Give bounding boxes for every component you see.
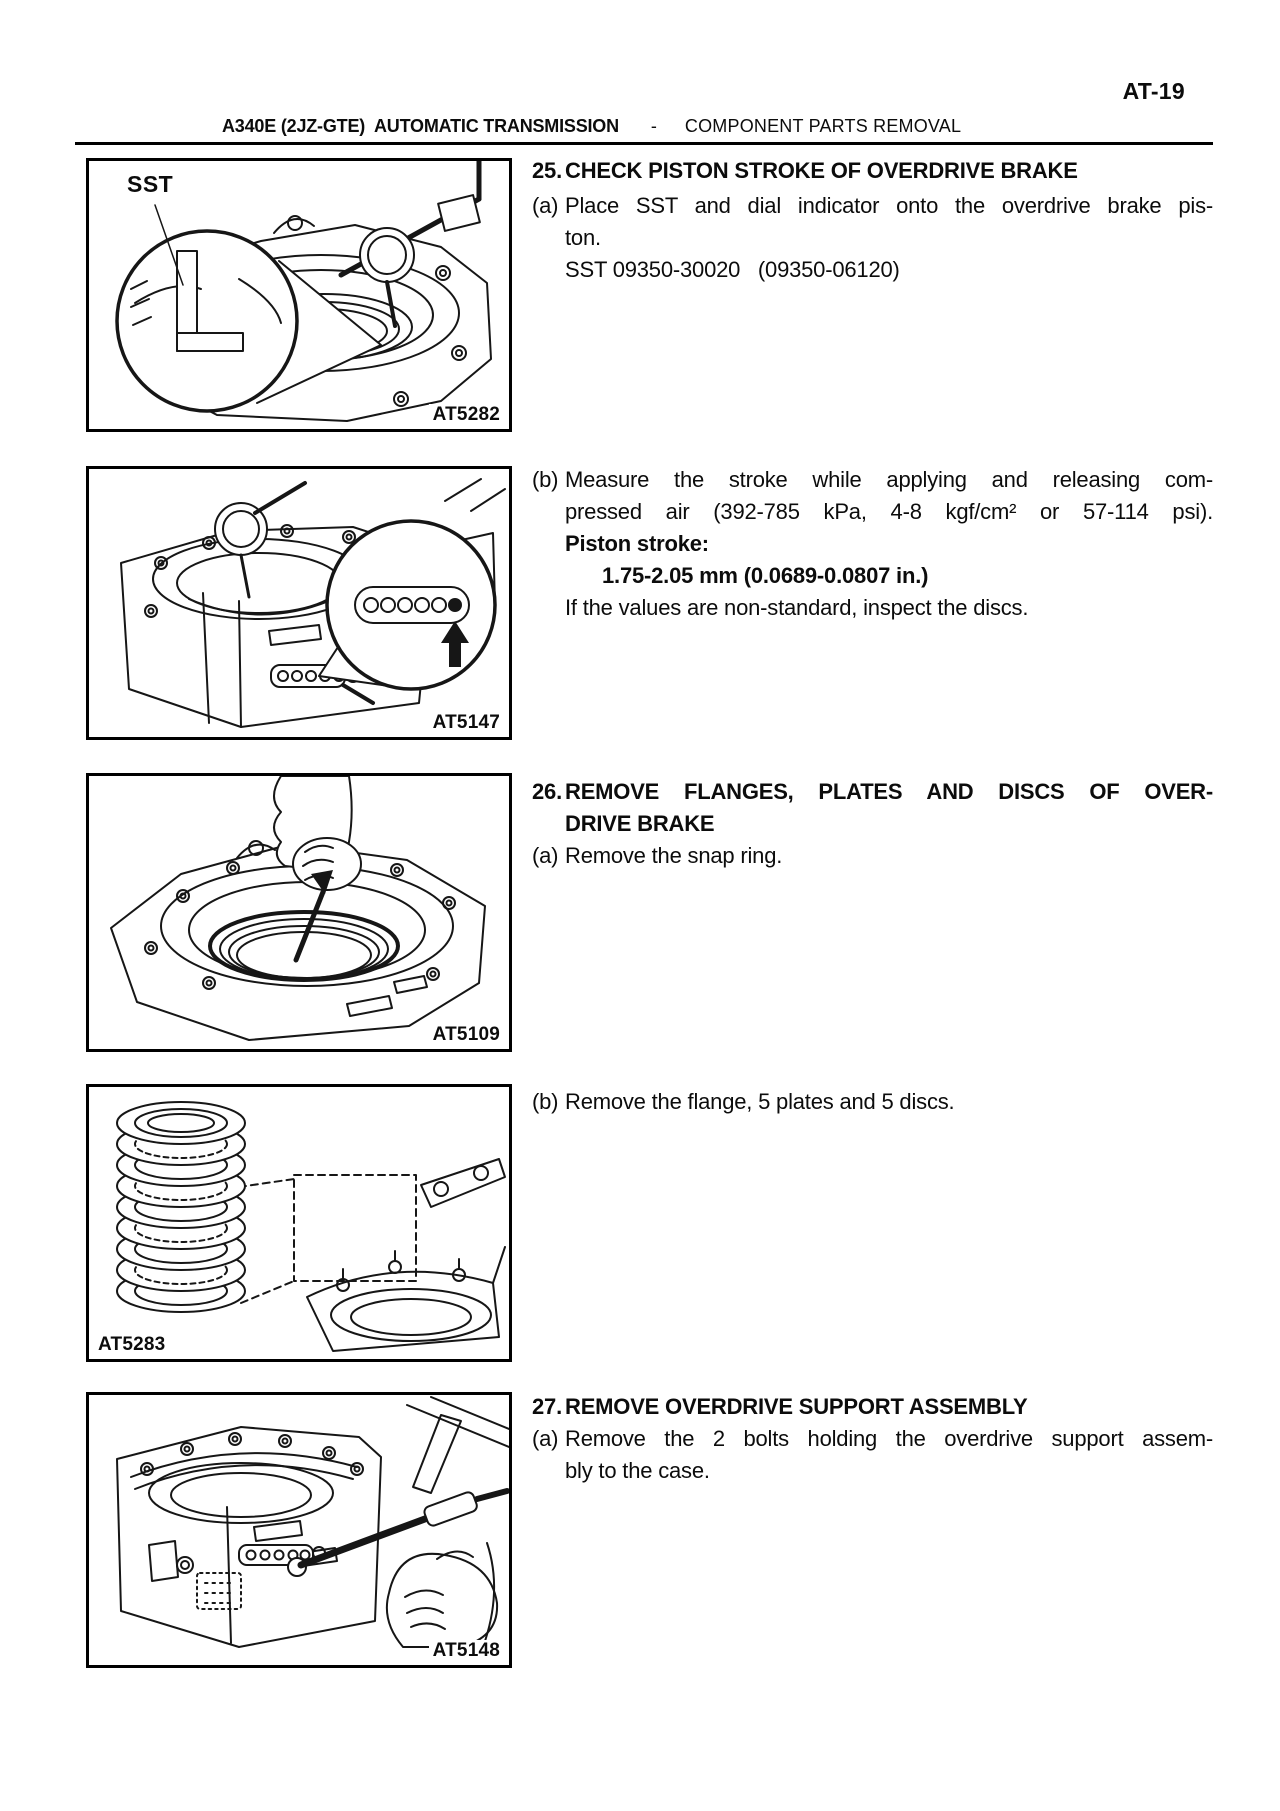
figure-at5282: SST AT5282 xyxy=(86,158,512,432)
text-line: pressed air (392-785 kPa, 4-8 kgf/cm² or… xyxy=(565,499,1213,524)
snap-ring-removal-illustration xyxy=(110,776,486,1041)
figure-code: AT5148 xyxy=(428,1640,500,1662)
step-number: 25. xyxy=(532,158,562,183)
text-line: Remove the flange, 5 plates and 5 discs. xyxy=(565,1089,955,1114)
text-line: Remove the 2 bolts holding the overdrive… xyxy=(565,1426,1213,1451)
substep-marker: (a) xyxy=(532,1426,559,1451)
step-26-heading: 26. REMOVE FLANGES, PLATES AND DISCS OF … xyxy=(532,776,1213,872)
text-line: Measure the stroke while applying and re… xyxy=(565,467,1213,492)
substep-marker: (a) xyxy=(532,193,559,218)
figure-code: AT5283 xyxy=(98,1334,170,1356)
text-line: SST 09350-30020 (09350-06120) xyxy=(565,257,900,282)
figure-code: AT5109 xyxy=(428,1024,500,1046)
step-number: 27. xyxy=(532,1394,562,1419)
text-line: Remove the snap ring. xyxy=(565,843,783,868)
step-number: 26. xyxy=(532,779,562,804)
step-title: CHECK PISTON STROKE OF OVERDRIVE BRAKE xyxy=(565,158,1078,183)
figure-at5109: AT5109 xyxy=(86,773,512,1052)
figure-at5147: AT5147 xyxy=(86,466,512,740)
step-27-heading: 27. REMOVE OVERDRIVE SUPPORT ASSEMBLY (a… xyxy=(532,1391,1213,1487)
spec-value: 1.75-2.05 mm (0.0689-0.0807 in.) xyxy=(602,563,929,588)
stroke-measurement-illustration xyxy=(120,478,506,728)
sst-callout-label: SST xyxy=(127,171,174,197)
spec-label: Piston stroke: xyxy=(565,531,709,556)
figure-code: AT5147 xyxy=(428,712,500,734)
text-line: bly to the case. xyxy=(565,1458,710,1483)
text-line: ton. xyxy=(565,225,601,250)
text-line: Place SST and dial indicator onto the ov… xyxy=(565,193,1213,218)
text-line: If the values are non-standard, inspect … xyxy=(565,595,1029,620)
page-number: AT-19 xyxy=(1122,78,1185,104)
step-title-line: DRIVE BRAKE xyxy=(565,811,715,836)
substep-marker: (b) xyxy=(532,467,559,492)
step-26b: (b) Remove the flange, 5 plates and 5 di… xyxy=(532,1086,1213,1118)
header-section: COMPONENT PARTS REMOVAL xyxy=(684,116,962,136)
step-25-heading: 25. CHECK PISTON STROKE OF OVERDRIVE BRA… xyxy=(532,155,1213,187)
step-title: REMOVE OVERDRIVE SUPPORT ASSEMBLY xyxy=(565,1394,1028,1419)
figure-at5283: AT5283 xyxy=(86,1084,512,1362)
header-rule xyxy=(75,142,1213,145)
substep-marker: (b) xyxy=(532,1089,559,1114)
header-separator: - xyxy=(650,116,657,136)
sst-dial-indicator-illustration xyxy=(115,161,492,422)
step-25a: (a) Place SST and dial indicator onto th… xyxy=(532,190,1213,286)
support-bolt-removal-illustration xyxy=(116,1396,509,1648)
figure-code: AT5282 xyxy=(428,404,500,426)
plates-discs-stack-illustration xyxy=(116,1101,506,1352)
header-model: A340E (2JZ-GTE) AUTOMATIC TRANSMISSION xyxy=(222,116,619,136)
substep-marker: (a) xyxy=(532,843,559,868)
running-header: A340E (2JZ-GTE) AUTOMATIC TRANSMISSION - C… xyxy=(222,116,961,137)
step-25b: (b) Measure the stroke while applying an… xyxy=(532,464,1213,624)
step-title-line: REMOVE FLANGES, PLATES AND DISCS OF OVER… xyxy=(565,779,1213,804)
figure-at5148: AT5148 xyxy=(86,1392,512,1668)
